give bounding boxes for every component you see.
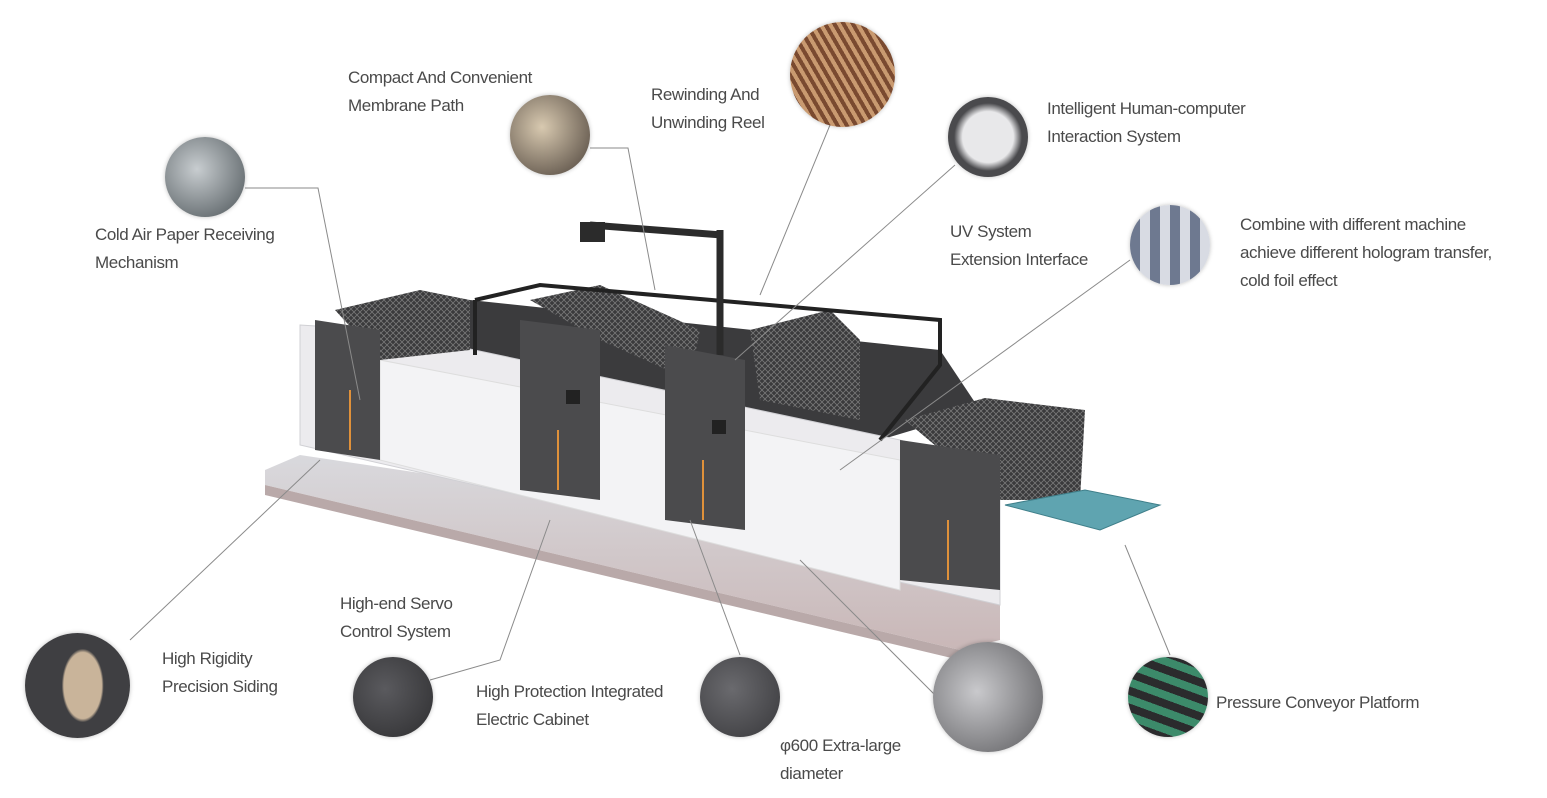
label-large-diameter: φ600 Extra-large diameter — [780, 732, 901, 788]
label-line: Mechanism — [95, 253, 179, 272]
cold-air-photo — [165, 137, 245, 217]
label-conveyor-platform: Pressure Conveyor Platform — [1216, 689, 1420, 717]
label-line: cold foil effect — [1240, 271, 1338, 290]
label-line: High Rigidity — [162, 649, 253, 668]
diameter-photo — [933, 642, 1043, 752]
label-line: Interaction System — [1047, 127, 1181, 146]
label-line: UV System — [950, 222, 1032, 241]
label-line: Electric Cabinet — [476, 710, 589, 729]
label-line: φ600 Extra-large — [780, 736, 901, 755]
label-line: Cold Air Paper Receiving — [95, 225, 275, 244]
label-line: Extension Interface — [950, 250, 1088, 269]
label-line: High Protection Integrated — [476, 682, 664, 701]
label-line: Unwinding Reel — [651, 113, 765, 132]
label-line: Compact And Convenient — [348, 68, 532, 87]
railing — [474, 282, 942, 442]
cabinet-photo — [700, 657, 780, 737]
label-line: Precision Siding — [162, 677, 278, 696]
label-line: Combine with different machine — [1240, 215, 1466, 234]
leader-lines — [129, 124, 1171, 701]
reel-photo — [790, 22, 895, 127]
label-line: Membrane Path — [348, 96, 464, 115]
cabinet-panel — [315, 320, 380, 460]
siding-photo — [25, 633, 130, 738]
membrane-path-photo — [510, 95, 590, 175]
label-combine-machine: Combine with different machine achieve di… — [1240, 211, 1492, 295]
label-line: Control System — [340, 622, 451, 641]
base-plate — [265, 455, 1000, 650]
label-line: achieve different hologram transfer, — [1240, 243, 1492, 262]
label-line: Intelligent Human-computer — [1047, 99, 1246, 118]
conveyor-photo — [1128, 657, 1208, 737]
label-line: High-end Servo — [340, 594, 453, 613]
combine-machine-photo — [1130, 205, 1210, 285]
conveyor — [1004, 489, 1162, 531]
hmi-photo — [948, 97, 1028, 177]
label-line: Pressure Conveyor Platform — [1216, 693, 1420, 712]
label-line: diameter — [780, 764, 843, 783]
label-line: Rewinding And — [651, 85, 760, 104]
servo-photo — [353, 657, 433, 737]
